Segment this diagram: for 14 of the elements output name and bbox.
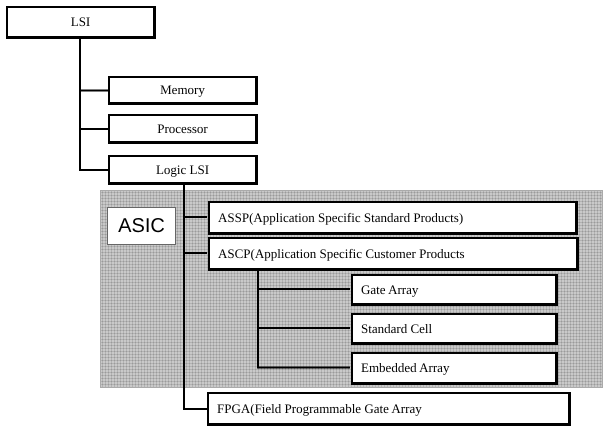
category-box: Memory <box>108 76 258 105</box>
group-label: ASIC <box>107 207 176 245</box>
category-box: ASCP(Application Specific Customer Products <box>208 237 579 271</box>
tree-connector <box>79 39 108 171</box>
category-box: Processor <box>108 114 258 144</box>
category-box: Logic LSI <box>108 155 258 185</box>
tree-connector <box>257 270 350 368</box>
category-box: Embedded Array <box>351 352 558 385</box>
category-box: ASSP(Application Specific Standard Products) <box>208 201 578 235</box>
category-box: FPGA(Field Programmable Gate Array <box>207 392 571 426</box>
shaded-group-region <box>100 190 603 388</box>
category-box: Standard Cell <box>351 313 558 345</box>
category-box: Gate Array <box>351 274 558 306</box>
category-box: LSI <box>6 6 156 39</box>
